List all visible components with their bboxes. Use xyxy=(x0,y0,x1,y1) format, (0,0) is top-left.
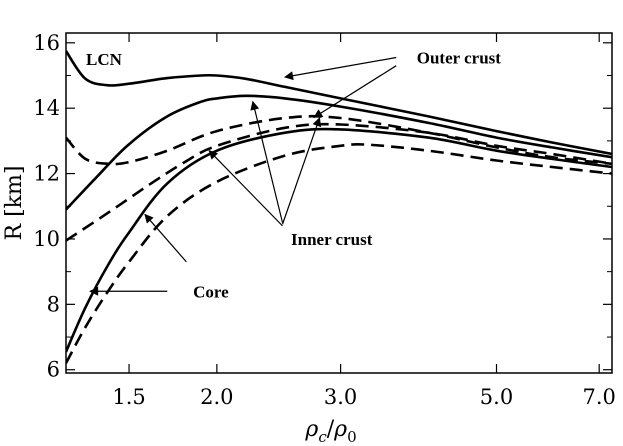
annotation-arrow-outer-crust xyxy=(313,65,397,118)
annotation-label-inner-crust: Inner crust xyxy=(291,230,373,249)
annotation-arrow-core xyxy=(144,213,187,263)
series-line-5-solid xyxy=(66,127,612,353)
annotation-arrow-inner-crust xyxy=(281,117,322,225)
series-line-1-solid xyxy=(66,50,612,156)
annotation-label-core: Core xyxy=(193,282,229,301)
annotation-arrow-outer-crust xyxy=(284,56,397,81)
axis-ticks: 1.5 2.0 3.0 5.0 7.0 6 8 10 12 14 16 xyxy=(33,31,616,409)
plot-frame xyxy=(65,32,613,374)
x-axis-title-slash: / xyxy=(327,417,335,442)
x-tick-label: 2.0 xyxy=(200,385,233,409)
x-axis-title: ρc/ρ0 xyxy=(304,417,356,446)
series-line-2-solid xyxy=(66,94,612,211)
x-axis-title-rho1: ρ xyxy=(304,417,318,442)
x-tick-label: 7.0 xyxy=(582,385,615,409)
series-line-6-dashed xyxy=(66,142,612,364)
x-axis-title-sub1: c xyxy=(318,428,327,446)
annotation-label-outer-crust: Outer crust xyxy=(417,49,502,68)
x-axis-title-rho2: ρ xyxy=(333,417,347,442)
y-tick-label: 16 xyxy=(33,31,60,55)
y-tick-label: 12 xyxy=(33,162,60,186)
y-tick-label: 6 xyxy=(47,358,60,382)
x-tick-label: 1.5 xyxy=(112,385,145,409)
y-axis-title: R [km] xyxy=(2,166,27,241)
series-layer xyxy=(66,50,612,364)
annotation-arrow-inner-crust xyxy=(250,100,284,223)
y-tick-label: 10 xyxy=(33,227,60,251)
series-line-4-dashed xyxy=(66,122,612,242)
x-axis-title-sub2: 0 xyxy=(347,428,357,446)
y-tick-label: 14 xyxy=(33,96,60,120)
series-line-3-dashed xyxy=(66,114,612,166)
x-tick-label: 3.0 xyxy=(324,385,357,409)
x-tick-label: 5.0 xyxy=(480,385,513,409)
y-tick-label: 8 xyxy=(47,292,60,316)
annotation-arrow-inner-crust xyxy=(208,150,283,227)
chart-tag-label: LCN xyxy=(86,50,123,69)
